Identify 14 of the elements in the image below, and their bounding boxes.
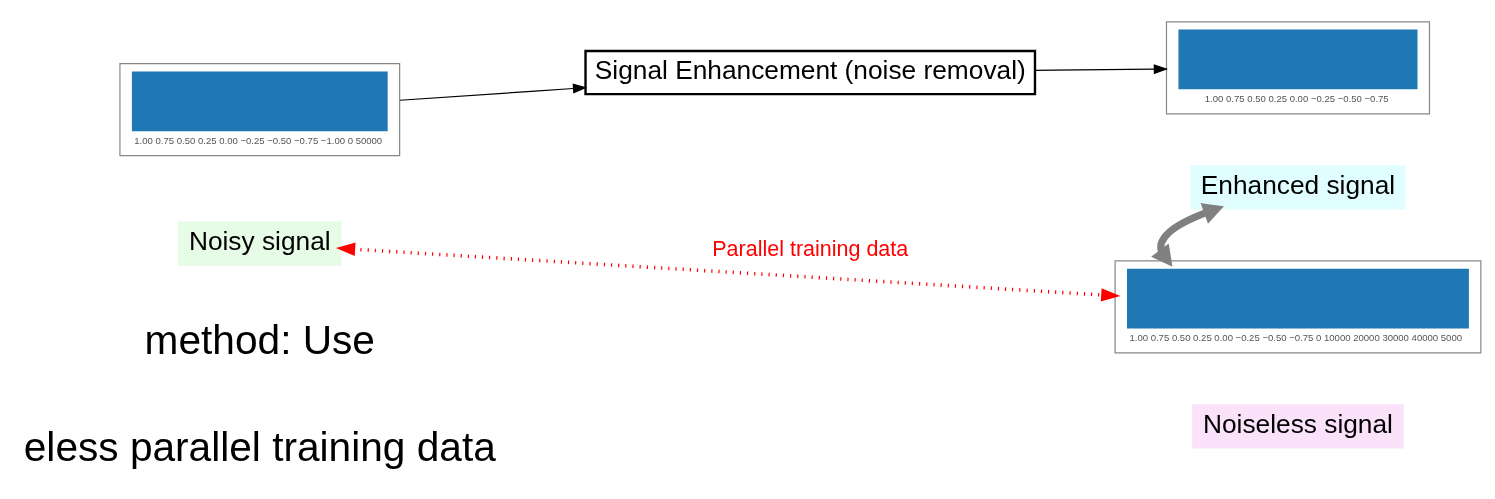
node-box: Noiseless signal [1192,404,1404,449]
edge-label: Parallel training data [712,236,909,261]
label: eless parallel training data [23,423,496,470]
node-box: 1.00 0.75 0.50 0.25 0.00 −0.25 −0.50 −0.75 0 10000 20000 30000 40000 5000 [1114,260,1482,354]
label: method: Use [144,317,375,364]
arrow [1034,64,1169,75]
node-box: Signal Enhancement (noise removal) [584,49,1037,96]
arrow [336,242,1121,302]
node-box: 1.00 0.75 0.50 0.25 0.00 −0.25 −0.50 −0.75 −1.00 0 50000 [119,63,401,157]
arrow [1151,203,1224,267]
node-box: Noisy signal [177,221,342,266]
node-box: 1.00 0.75 0.50 0.25 0.00 −0.25 −0.50 −0.75 [1165,21,1431,115]
node-box: Enhanced signal [1190,165,1406,210]
arrow [399,83,588,101]
